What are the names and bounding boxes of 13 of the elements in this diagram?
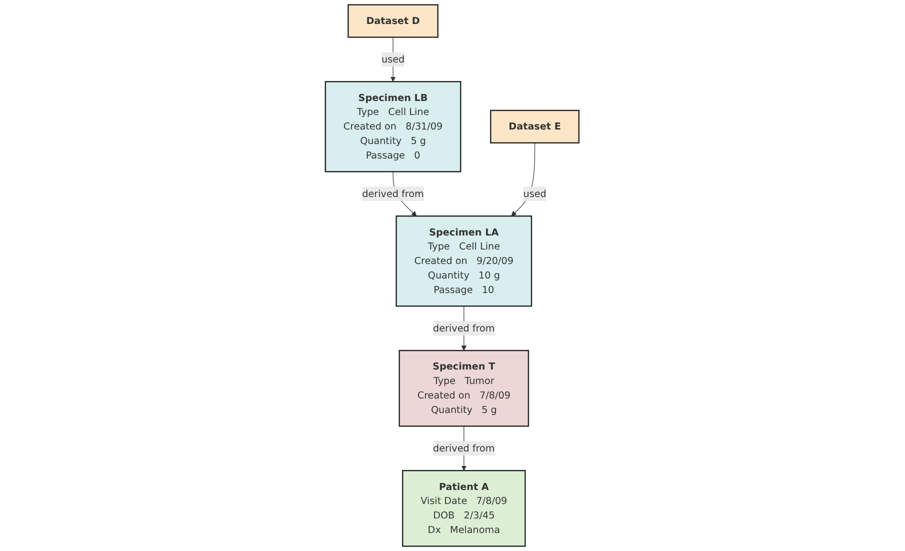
edge-label: derived from — [362, 188, 424, 200]
arrow — [390, 36, 396, 82]
node-box: Dataset E — [490, 110, 580, 144]
node-box: Specimen LB Type Cell Line Created on 8/31/09 Quantity 5 g Passage 0 — [325, 81, 462, 172]
arrow — [511, 142, 536, 216]
edge-label: derived from — [433, 442, 496, 454]
edge-label: used — [382, 53, 405, 65]
node-box: Dataset D — [348, 4, 439, 38]
edge-label: used — [524, 188, 547, 200]
edge-label: derived from — [433, 322, 496, 334]
node-box: Patient A Visit Date 7/8/09 DOB 2/3/45 Dx Melanoma — [402, 470, 526, 547]
node-box: Specimen LA Type Cell Line Created on 9/20/09 Quantity 10 g Passage 10 — [396, 215, 532, 307]
node-box: Specimen T Type Tumor Created on 7/8/09 Quantity 5 g — [399, 350, 530, 427]
